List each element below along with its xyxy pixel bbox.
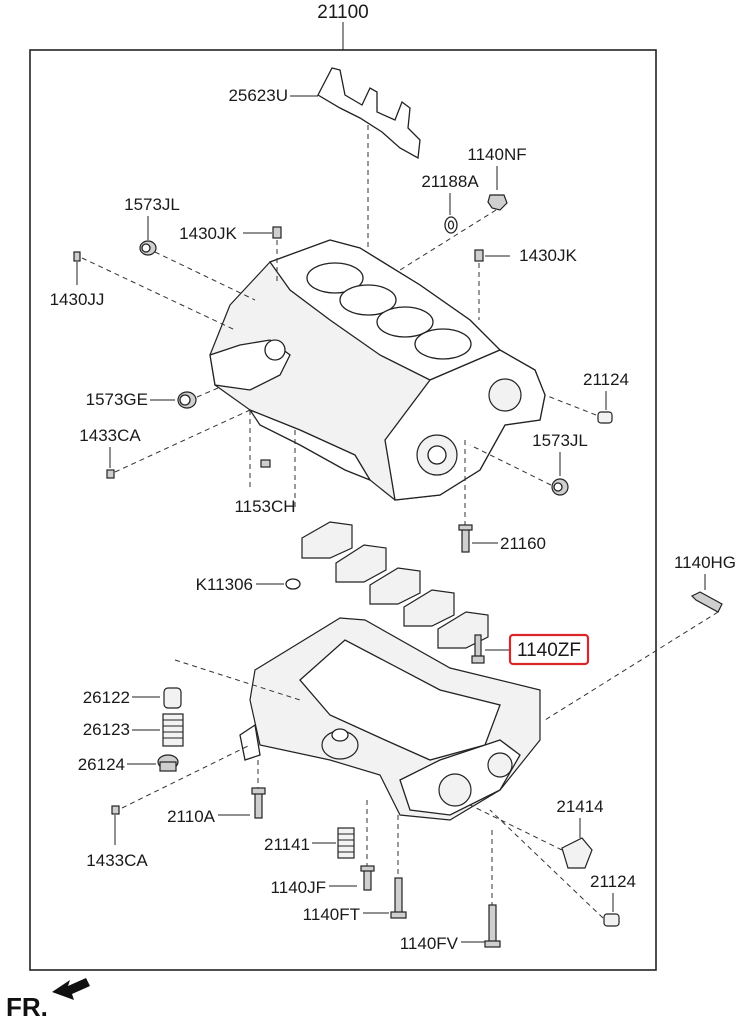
dash-1140NF xyxy=(399,209,497,271)
label-1140FV[interactable]: 1140FV xyxy=(400,934,459,953)
spring-26123[interactable] xyxy=(162,713,184,747)
label-1573GE[interactable]: 1573GE xyxy=(86,390,148,409)
plug-26124[interactable] xyxy=(157,754,179,772)
pin-1430JK-top[interactable] xyxy=(272,226,282,239)
dash-1573GE xyxy=(196,387,219,398)
label-1430JK-right[interactable]: 1430JK xyxy=(519,246,577,265)
label-1430JK-top[interactable]: 1430JK xyxy=(179,224,237,243)
label-26122[interactable]: 26122 xyxy=(83,688,130,707)
dash-26122 xyxy=(174,659,301,701)
bolt-1140FT[interactable] xyxy=(390,877,407,919)
dash-1433CA-top xyxy=(114,409,251,473)
bolt-1140ZF[interactable] xyxy=(471,634,485,664)
dash-1573JL-top xyxy=(154,251,256,301)
pin-1433CA-top[interactable] xyxy=(106,469,115,479)
lower-crankcase[interactable] xyxy=(239,617,541,821)
pin-1430JK-right[interactable] xyxy=(474,249,484,262)
label-21124-top[interactable]: 21124 xyxy=(583,370,629,389)
dash-1433CA-bottom xyxy=(121,744,251,809)
stud-21141[interactable] xyxy=(337,827,355,859)
label-21160[interactable]: 21160 xyxy=(500,534,546,553)
plug-1573GE[interactable] xyxy=(177,391,197,409)
pin-1430JJ[interactable] xyxy=(73,251,81,262)
dash-21124-bottom xyxy=(489,809,604,919)
label-1573JL-right[interactable]: 1573JL xyxy=(532,431,588,450)
pin-1153CH[interactable] xyxy=(260,459,271,468)
label-1573JL-top[interactable]: 1573JL xyxy=(124,195,180,214)
dash-21414 xyxy=(469,804,563,851)
pin-1433CA-bottom[interactable] xyxy=(111,805,120,815)
bolt-1140HG[interactable] xyxy=(690,591,723,613)
label-1430JJ[interactable]: 1430JJ xyxy=(50,290,105,309)
label-2110A[interactable]: 2110A xyxy=(167,807,216,826)
bolt-1140JF[interactable] xyxy=(360,865,375,891)
plug-1573JL-top[interactable] xyxy=(139,240,157,256)
bolt-2110A[interactable] xyxy=(251,787,266,819)
label-1433CA-top[interactable]: 1433CA xyxy=(79,426,141,445)
label-21188A[interactable]: 21188A xyxy=(421,172,479,191)
bearing-caps[interactable] xyxy=(301,521,489,649)
plug-1573JL-right[interactable] xyxy=(551,478,569,496)
label-1140HG[interactable]: 1140HG xyxy=(674,553,736,572)
label-21414[interactable]: 21414 xyxy=(556,797,603,816)
label-1153CH[interactable]: 1153CH xyxy=(234,497,295,516)
label-26124[interactable]: 26124 xyxy=(78,755,125,774)
label-1140NF[interactable]: 1140NF xyxy=(467,145,526,164)
label-1433CA-bottom[interactable]: 1433CA xyxy=(86,851,148,870)
highlight-box-1140ZF xyxy=(508,633,590,666)
dash-1140HG xyxy=(544,611,719,721)
dash-21124-top xyxy=(544,394,597,416)
label-1140JF[interactable]: 1140JF xyxy=(271,878,326,897)
cap-26122[interactable] xyxy=(163,687,182,709)
bolt-1140NF[interactable] xyxy=(487,194,508,211)
assembly-number-label[interactable]: 21100 xyxy=(317,2,368,23)
label-25623U[interactable]: 25623U xyxy=(228,86,288,105)
label-26123[interactable]: 26123 xyxy=(83,720,130,739)
front-indicator-label: FR. xyxy=(6,992,48,1020)
dowel-21124-top[interactable] xyxy=(597,411,613,424)
front-arrow-icon xyxy=(52,978,90,1000)
label-21124-bottom[interactable]: 21124 xyxy=(590,872,636,891)
dowel-21124-bottom[interactable] xyxy=(603,913,620,927)
label-21141[interactable]: 21141 xyxy=(264,835,310,854)
label-K11306[interactable]: K11306 xyxy=(196,575,253,594)
bolt-21160[interactable] xyxy=(458,524,473,553)
ring-K11306[interactable] xyxy=(285,578,301,590)
label-1140ZF[interactable]: 1140ZF xyxy=(517,640,581,661)
bracket-21414[interactable] xyxy=(561,837,593,869)
dash-1430JJ xyxy=(81,257,236,331)
gasket-25623U[interactable] xyxy=(317,67,421,160)
bolt-1140FV[interactable] xyxy=(484,904,501,948)
cylinder-block[interactable] xyxy=(209,239,546,501)
label-1140FT[interactable]: 1140FT xyxy=(303,905,360,924)
dash-1573JL-right xyxy=(469,444,552,486)
washer-21188A[interactable] xyxy=(444,216,458,234)
